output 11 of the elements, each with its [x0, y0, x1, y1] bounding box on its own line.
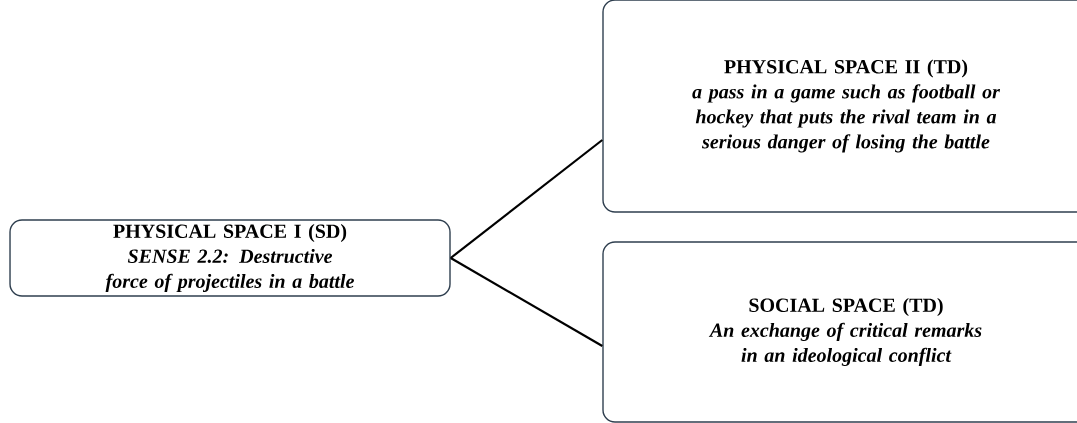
- process-box: [602, 241, 1077, 423]
- node-heading: SOCIAL SPACE (TD): [749, 297, 943, 317]
- node-text: SENSE 2.2: Destructive force of projectiles in a battle: [105, 248, 354, 293]
- process-box: [602, 0, 1077, 213]
- node-text: An exchange of critical remarks in an ideological conflict: [708, 322, 982, 367]
- connector-line: [450, 139, 603, 259]
- node-heading: PHYSICAL SPACE I (SD): [113, 223, 347, 243]
- node-text: a pass in a game such as football or hockey that puts the rival team in a serious danger of losing the battle: [692, 84, 1001, 153]
- node-heading: PHYSICAL SPACE II (TD): [724, 59, 968, 78]
- connector-line: [450, 257, 603, 347]
- process-box: [9, 219, 451, 297]
